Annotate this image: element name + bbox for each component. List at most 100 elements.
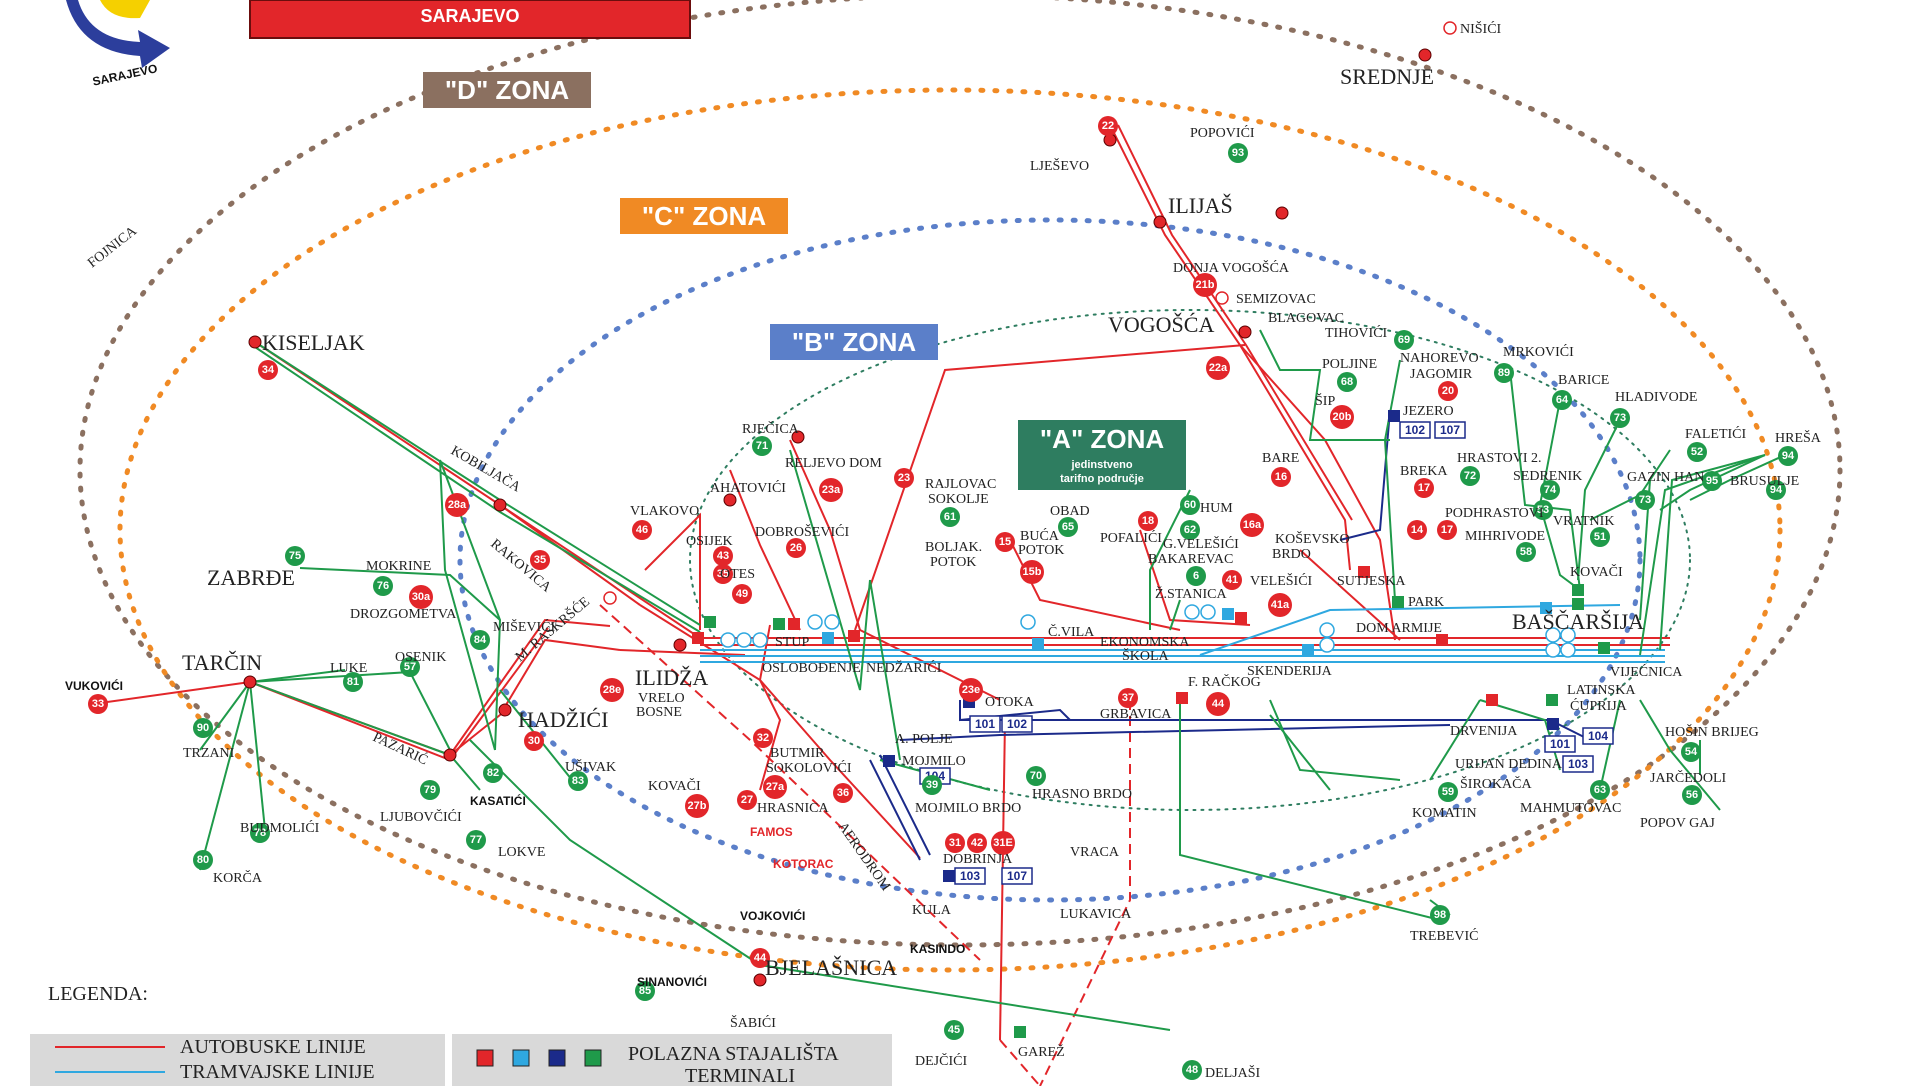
label-buca-2: POTOK <box>1018 543 1064 558</box>
label-a-polje: A. POLJE <box>895 732 953 747</box>
svg-text:93: 93 <box>1232 147 1244 159</box>
svg-text:39: 39 <box>926 779 938 791</box>
svg-text:79: 79 <box>424 784 436 796</box>
legend-terminals-2: TERMINALI <box>685 1065 795 1086</box>
place-labels: NIŠIĆI SREDNJE POPOVIĆI LJEŠEVO ILIJAŠ D… <box>65 20 1822 1081</box>
svg-text:18: 18 <box>1142 515 1154 527</box>
label-vrelo-1: VRELO <box>638 691 685 706</box>
label-trebevic: TREBEVIĆ <box>1410 927 1478 944</box>
label-ekonomska-1: EKONOMSKA <box>1100 635 1190 650</box>
label-rjecica: RJEČICA <box>742 420 800 437</box>
svg-text:17: 17 <box>1418 482 1430 494</box>
svg-text:23e: 23e <box>962 684 980 696</box>
label-bare: BARE <box>1262 451 1299 466</box>
label-tarcin: TARČIN <box>182 650 262 675</box>
svg-text:20: 20 <box>1442 385 1454 397</box>
zone-b-boundary <box>457 217 1643 903</box>
legend-terminals-1: POLAZNA STAJALIŠTA <box>628 1041 839 1065</box>
label-korca: KORČA <box>213 869 263 886</box>
svg-text:36: 36 <box>837 787 849 799</box>
svg-text:51: 51 <box>1594 531 1606 543</box>
trolley-tags: 101 102 104 103 107 102 107 101 104 103 <box>919 421 1614 885</box>
label-bjelasnica: BJELAŠNICA <box>765 955 897 980</box>
svg-text:73: 73 <box>1614 412 1626 424</box>
svg-text:85: 85 <box>639 985 651 997</box>
label-lukavica: LUKAVICA <box>1060 907 1132 922</box>
zone-c-label-bg <box>620 198 788 234</box>
svg-text:80: 80 <box>197 854 209 866</box>
svg-text:48: 48 <box>1186 1064 1198 1076</box>
label-sokolovici: SOKOLOVIĆI <box>766 759 852 776</box>
label-ahatovici: AHATOVIĆI <box>710 479 786 496</box>
svg-text:22: 22 <box>1102 120 1114 132</box>
bus-lines <box>99 124 1670 1086</box>
label-hadzici: HADŽIĆI <box>518 707 608 732</box>
svg-text:49: 49 <box>736 588 748 600</box>
svg-text:21b: 21b <box>1196 279 1215 291</box>
label-oslobodenje: OSLOBOĐENJE <box>762 661 861 676</box>
svg-text:41: 41 <box>1226 574 1238 586</box>
label-dejcici: DEJČIĆI <box>915 1052 967 1069</box>
label-kula: KULA <box>912 903 952 918</box>
legend-bus-lines: AUTOBUSKE LINIJE <box>180 1036 366 1058</box>
label-donja-vogosca: DONJA VOGOŠĆA <box>1173 259 1290 276</box>
label-kosevsko-2: BRDO <box>1272 547 1311 562</box>
svg-text:75: 75 <box>289 550 301 562</box>
svg-text:103: 103 <box>960 869 980 883</box>
svg-text:107: 107 <box>1007 869 1027 883</box>
label-rajlovac-2: SOKOLJE <box>928 492 989 507</box>
label-kosevsko-1: KOŠEVSKO <box>1275 530 1350 547</box>
svg-text:107: 107 <box>1440 423 1460 437</box>
label-velesici: VELEŠIĆI <box>1250 572 1313 589</box>
svg-text:59: 59 <box>1442 786 1454 798</box>
label-brusulje: BRUSULJE <box>1730 474 1799 489</box>
label-jarcedoli: JARČEDOLI <box>1650 769 1727 786</box>
label-boljak-2: POTOK <box>930 555 976 570</box>
svg-text:30a: 30a <box>412 591 431 603</box>
label-kiseljak: KISELJAK <box>262 330 365 355</box>
label-latinska-2: ĆUPRIJA <box>1570 697 1628 714</box>
svg-text:15b: 15b <box>1023 566 1042 578</box>
label-c-vila: Č.VILA <box>1048 623 1095 640</box>
svg-text:69: 69 <box>1398 334 1410 346</box>
svg-text:52: 52 <box>1691 446 1703 458</box>
label-nisici: NIŠIĆI <box>1460 20 1502 37</box>
label-srednje: SREDNJE <box>1340 64 1434 89</box>
label-barice: BARICE <box>1558 373 1609 388</box>
svg-text:44: 44 <box>1212 698 1225 710</box>
label-pofalici: POFALIĆI <box>1100 529 1162 546</box>
zone-a-boundary <box>689 309 1691 811</box>
svg-text:71: 71 <box>756 440 768 452</box>
svg-text:94: 94 <box>1770 484 1783 496</box>
svg-text:62: 62 <box>1184 524 1196 536</box>
zone-b-label: "B" ZONA <box>792 327 917 357</box>
label-fojnica: FOJNICA <box>85 223 140 271</box>
svg-text:23: 23 <box>898 472 910 484</box>
label-komatin: KOMATIN <box>1412 806 1477 821</box>
label-kasindo: KASINDO <box>910 942 965 956</box>
label-mihrivode: MIHRIVODE <box>1465 529 1545 544</box>
label-podhrastovi: PODHRASTOVI <box>1445 506 1544 521</box>
zone-a-label: "A" ZONA <box>1040 424 1165 454</box>
legend-title: LEGENDA: <box>48 983 148 1005</box>
label-drozgometva: DROZGOMETVA <box>350 607 457 622</box>
svg-text:37: 37 <box>1122 692 1134 704</box>
svg-text:90: 90 <box>197 722 209 734</box>
label-hrasnica: HRASNICA <box>757 801 829 816</box>
logo: SARAJEVO <box>66 0 170 89</box>
svg-text:101: 101 <box>1550 737 1570 751</box>
label-gazin-han: GAZIN HAN <box>1627 470 1704 485</box>
svg-text:15: 15 <box>999 536 1011 548</box>
svg-text:65: 65 <box>1062 521 1074 533</box>
label-popov-gaj: POPOV GAJ <box>1640 816 1715 831</box>
bus-stop-dots <box>243 48 1432 987</box>
label-otoka: OTOKA <box>985 695 1035 710</box>
label-vogosca: VOGOŠĆA <box>1108 312 1214 337</box>
label-vojkovici: VOJKOVIĆI <box>740 908 805 923</box>
label-mokrine: MOKRINE <box>366 559 431 574</box>
label-jezero: JEZERO <box>1403 404 1454 419</box>
legend-tram-lines: TRAMVAJSKE LINIJE <box>180 1061 375 1083</box>
svg-text:81: 81 <box>347 676 359 688</box>
svg-text:63: 63 <box>1594 784 1606 796</box>
